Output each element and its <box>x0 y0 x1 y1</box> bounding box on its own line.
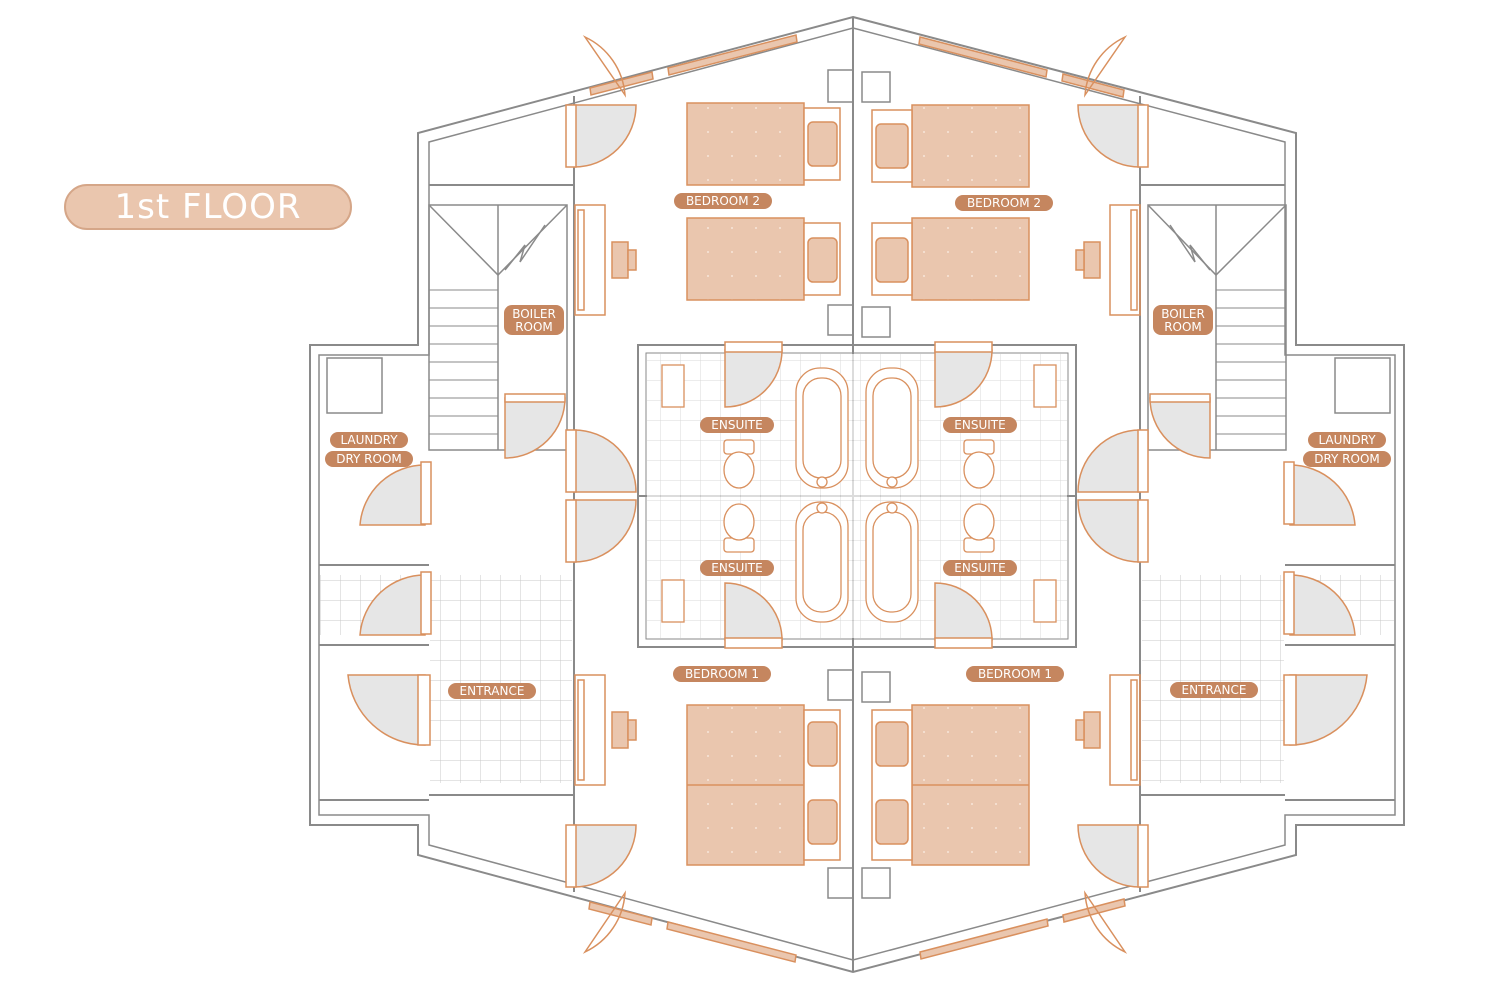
label-ensuite-top-right: ENSUITE <box>943 417 1017 433</box>
label-laundry-right: LAUNDRY DRY ROOM <box>1303 432 1391 467</box>
svg-text:LAUNDRY: LAUNDRY <box>1318 433 1376 447</box>
doors <box>347 35 1368 954</box>
label-bedroom-1-left: BEDROOM 1 <box>673 666 771 682</box>
wardrobes <box>574 204 1141 786</box>
label-bedroom-1-right: BEDROOM 1 <box>966 666 1064 682</box>
svg-text:DRY ROOM: DRY ROOM <box>336 452 402 466</box>
svg-text:BEDROOM 1: BEDROOM 1 <box>978 667 1052 681</box>
label-laundry-left: LAUNDRY DRY ROOM <box>325 432 413 467</box>
windows <box>588 34 1126 963</box>
tiled-floors <box>320 354 1394 783</box>
label-boiler-right: BOILER ROOM <box>1153 305 1213 335</box>
label-bedroom-2-left: BEDROOM 2 <box>674 193 772 209</box>
svg-text:BEDROOM 2: BEDROOM 2 <box>967 196 1041 210</box>
svg-text:ENTRANCE: ENTRANCE <box>1182 683 1247 697</box>
svg-text:BEDROOM 2: BEDROOM 2 <box>686 194 760 208</box>
svg-text:ROOM: ROOM <box>1164 320 1202 334</box>
svg-text:ENSUITE: ENSUITE <box>711 418 762 432</box>
heaters <box>611 241 1101 749</box>
label-entrance-left: ENTRANCE <box>448 683 536 699</box>
staircase-right <box>1147 204 1287 451</box>
cabinets <box>326 69 1391 899</box>
bath-fixtures <box>661 364 1057 623</box>
svg-text:BOILER: BOILER <box>512 307 556 321</box>
label-entrance-right: ENTRANCE <box>1170 682 1258 698</box>
svg-text:DRY ROOM: DRY ROOM <box>1314 452 1380 466</box>
svg-text:LAUNDRY: LAUNDRY <box>340 433 398 447</box>
svg-text:ENSUITE: ENSUITE <box>711 561 762 575</box>
svg-text:BOILER: BOILER <box>1161 307 1205 321</box>
label-ensuite-bottom-left: ENSUITE <box>700 560 774 576</box>
room-labels: BEDROOM 2 BEDROOM 2 BEDROOM 1 BEDROOM 1 … <box>325 193 1391 699</box>
svg-text:ENSUITE: ENSUITE <box>954 561 1005 575</box>
staircase-left <box>428 204 568 451</box>
floor-label: 1st FLOOR <box>64 184 352 230</box>
beds <box>686 102 1030 866</box>
svg-text:ROOM: ROOM <box>515 320 553 334</box>
label-boiler-left: BOILER ROOM <box>504 305 564 335</box>
svg-text:ENTRANCE: ENTRANCE <box>460 684 525 698</box>
svg-text:BEDROOM 1: BEDROOM 1 <box>685 667 759 681</box>
label-bedroom-2-right: BEDROOM 2 <box>955 195 1053 211</box>
label-ensuite-top-left: ENSUITE <box>700 417 774 433</box>
label-ensuite-bottom-right: ENSUITE <box>943 560 1017 576</box>
svg-text:ENSUITE: ENSUITE <box>954 418 1005 432</box>
